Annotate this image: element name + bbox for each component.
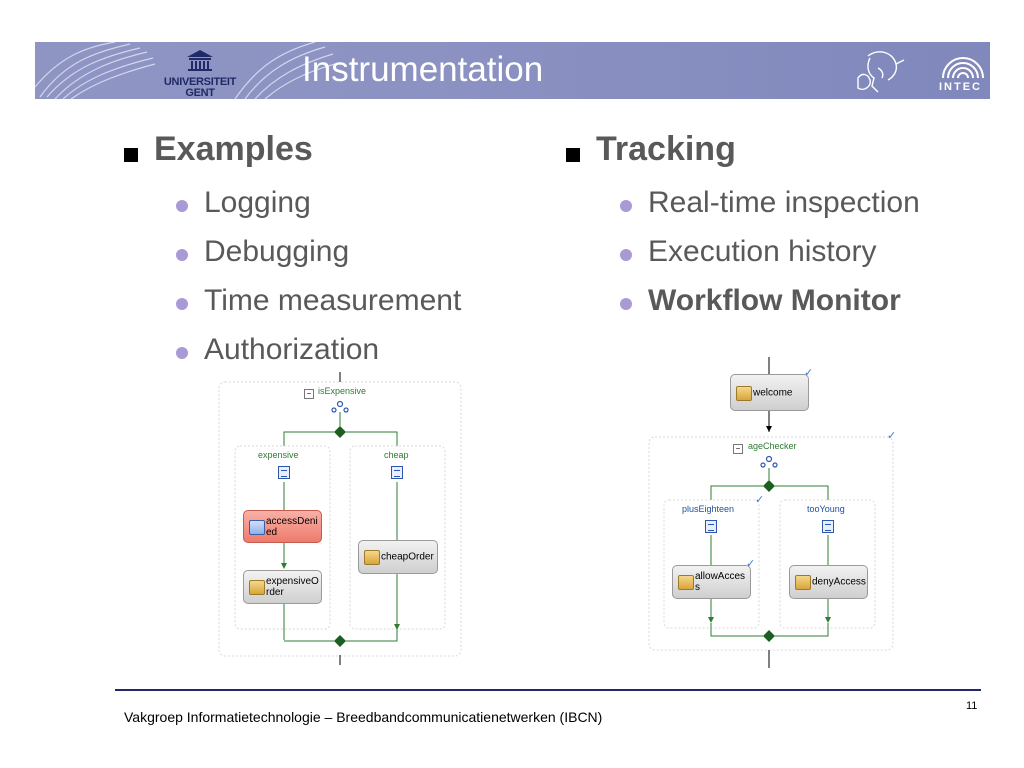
examples-heading-text: Examples <box>154 130 313 168</box>
branch-label-tooyoung: tooYoung <box>807 504 845 514</box>
code-activity-icon <box>678 575 694 590</box>
header-banner: UNIVERSITEIT GENT <box>35 42 990 99</box>
activity-label: cheapOrder <box>381 551 434 563</box>
round-bullet-icon <box>176 249 188 261</box>
activity-allow-access[interactable]: allowAcces s <box>672 565 751 599</box>
tracking-heading: Tracking <box>566 130 826 172</box>
branch-label-expensive: expensive <box>258 450 299 460</box>
container-label-agechecker: ageChecker <box>748 441 797 451</box>
list-item-text: Time measurement <box>204 284 462 317</box>
activity-welcome[interactable]: welcome <box>730 374 809 411</box>
executed-check-icon: ✓ <box>746 558 756 570</box>
tracking-heading-text: Tracking <box>596 130 736 168</box>
list-item: Time measurement <box>176 284 516 320</box>
examples-heading: Examples <box>124 130 384 172</box>
activity-label-line: allowAcces <box>695 571 746 582</box>
activity-label: allowAcces s <box>695 571 745 593</box>
intec-logo: INTEC <box>935 48 991 96</box>
collapse-toggle[interactable]: − <box>733 444 743 454</box>
activity-deny-access[interactable]: denyAccess <box>789 565 868 599</box>
slide-title: Instrumentation <box>302 50 544 89</box>
list-item: Workflow Monitor <box>620 284 970 320</box>
activity-label: denyAccess <box>812 576 866 588</box>
list-item-text: Workflow Monitor <box>648 284 901 317</box>
activity-label-line: ed <box>266 526 278 538</box>
condition-icon <box>822 520 834 533</box>
executed-check-icon: ✓ <box>755 494 765 506</box>
branch-parallel-icon <box>760 455 778 468</box>
intec-logo-label: INTEC <box>939 81 982 93</box>
square-bullet-icon <box>124 148 138 162</box>
round-bullet-icon <box>176 347 188 359</box>
condition-icon <box>391 466 403 479</box>
code-activity-icon <box>736 385 752 401</box>
executed-check-icon: ✓ <box>804 367 814 379</box>
feather-pattern-graphic <box>35 42 335 99</box>
intec-arcs-icon <box>942 57 984 79</box>
list-item-text: Execution history <box>648 235 877 268</box>
activity-label: accessDeni ed <box>266 516 318 538</box>
collapse-toggle[interactable]: − <box>304 389 314 399</box>
university-building-icon <box>187 50 213 71</box>
list-item-text: Logging <box>204 186 311 219</box>
branch-label-cheap: cheap <box>384 450 409 460</box>
round-bullet-icon <box>620 298 632 310</box>
activity-expensive-order[interactable]: expensiveO rder <box>243 570 322 604</box>
list-item: Real-time inspection <box>620 186 970 222</box>
university-logo-line2: GENT <box>185 87 215 99</box>
university-logo-line1: UNIVERSITEIT <box>163 76 237 88</box>
code-activity-icon <box>249 580 265 595</box>
condition-icon <box>278 466 290 479</box>
activity-label: welcome <box>753 387 793 398</box>
activity-label-line: accessDeni <box>266 515 318 527</box>
branch-label-pluseighteen: plusEighteen <box>682 504 735 514</box>
activity-label: expensiveO rder <box>266 576 319 598</box>
list-item: Authorization <box>176 333 436 369</box>
activity-access-denied[interactable]: accessDeni ed <box>243 510 322 543</box>
round-bullet-icon <box>176 298 188 310</box>
branch-parallel-icon <box>331 400 349 413</box>
access-denied-icon <box>249 519 265 535</box>
list-item: Execution history <box>620 235 970 271</box>
footer-divider <box>115 689 981 691</box>
universiteit-gent-logo: UNIVERSITEIT GENT <box>155 48 245 99</box>
list-item-text: Authorization <box>204 333 380 366</box>
activity-label-line: rder <box>266 587 284 598</box>
code-activity-icon <box>795 575 811 590</box>
page-number: 11 <box>966 700 978 712</box>
activity-cheap-order[interactable]: cheapOrder <box>358 540 438 574</box>
round-bullet-icon <box>620 200 632 212</box>
round-bullet-icon <box>176 200 188 212</box>
activity-label-line: expensiveO <box>266 576 319 587</box>
activity-label-line: s <box>695 582 700 593</box>
list-item-text: Real-time inspection <box>648 186 920 219</box>
list-item-text: Debugging <box>204 235 350 268</box>
condition-icon <box>705 520 717 533</box>
list-item: Debugging <box>176 235 436 271</box>
footer-text: Vakgroep Informatietechnologie – Breedba… <box>124 709 603 725</box>
container-label-isexpensive: isExpensive <box>318 386 367 396</box>
code-activity-icon <box>364 550 380 565</box>
executed-check-icon: ✓ <box>887 430 897 442</box>
round-bullet-icon <box>620 249 632 261</box>
list-item: Logging <box>176 186 436 222</box>
square-bullet-icon <box>566 148 580 162</box>
athena-head-icon <box>857 51 905 93</box>
